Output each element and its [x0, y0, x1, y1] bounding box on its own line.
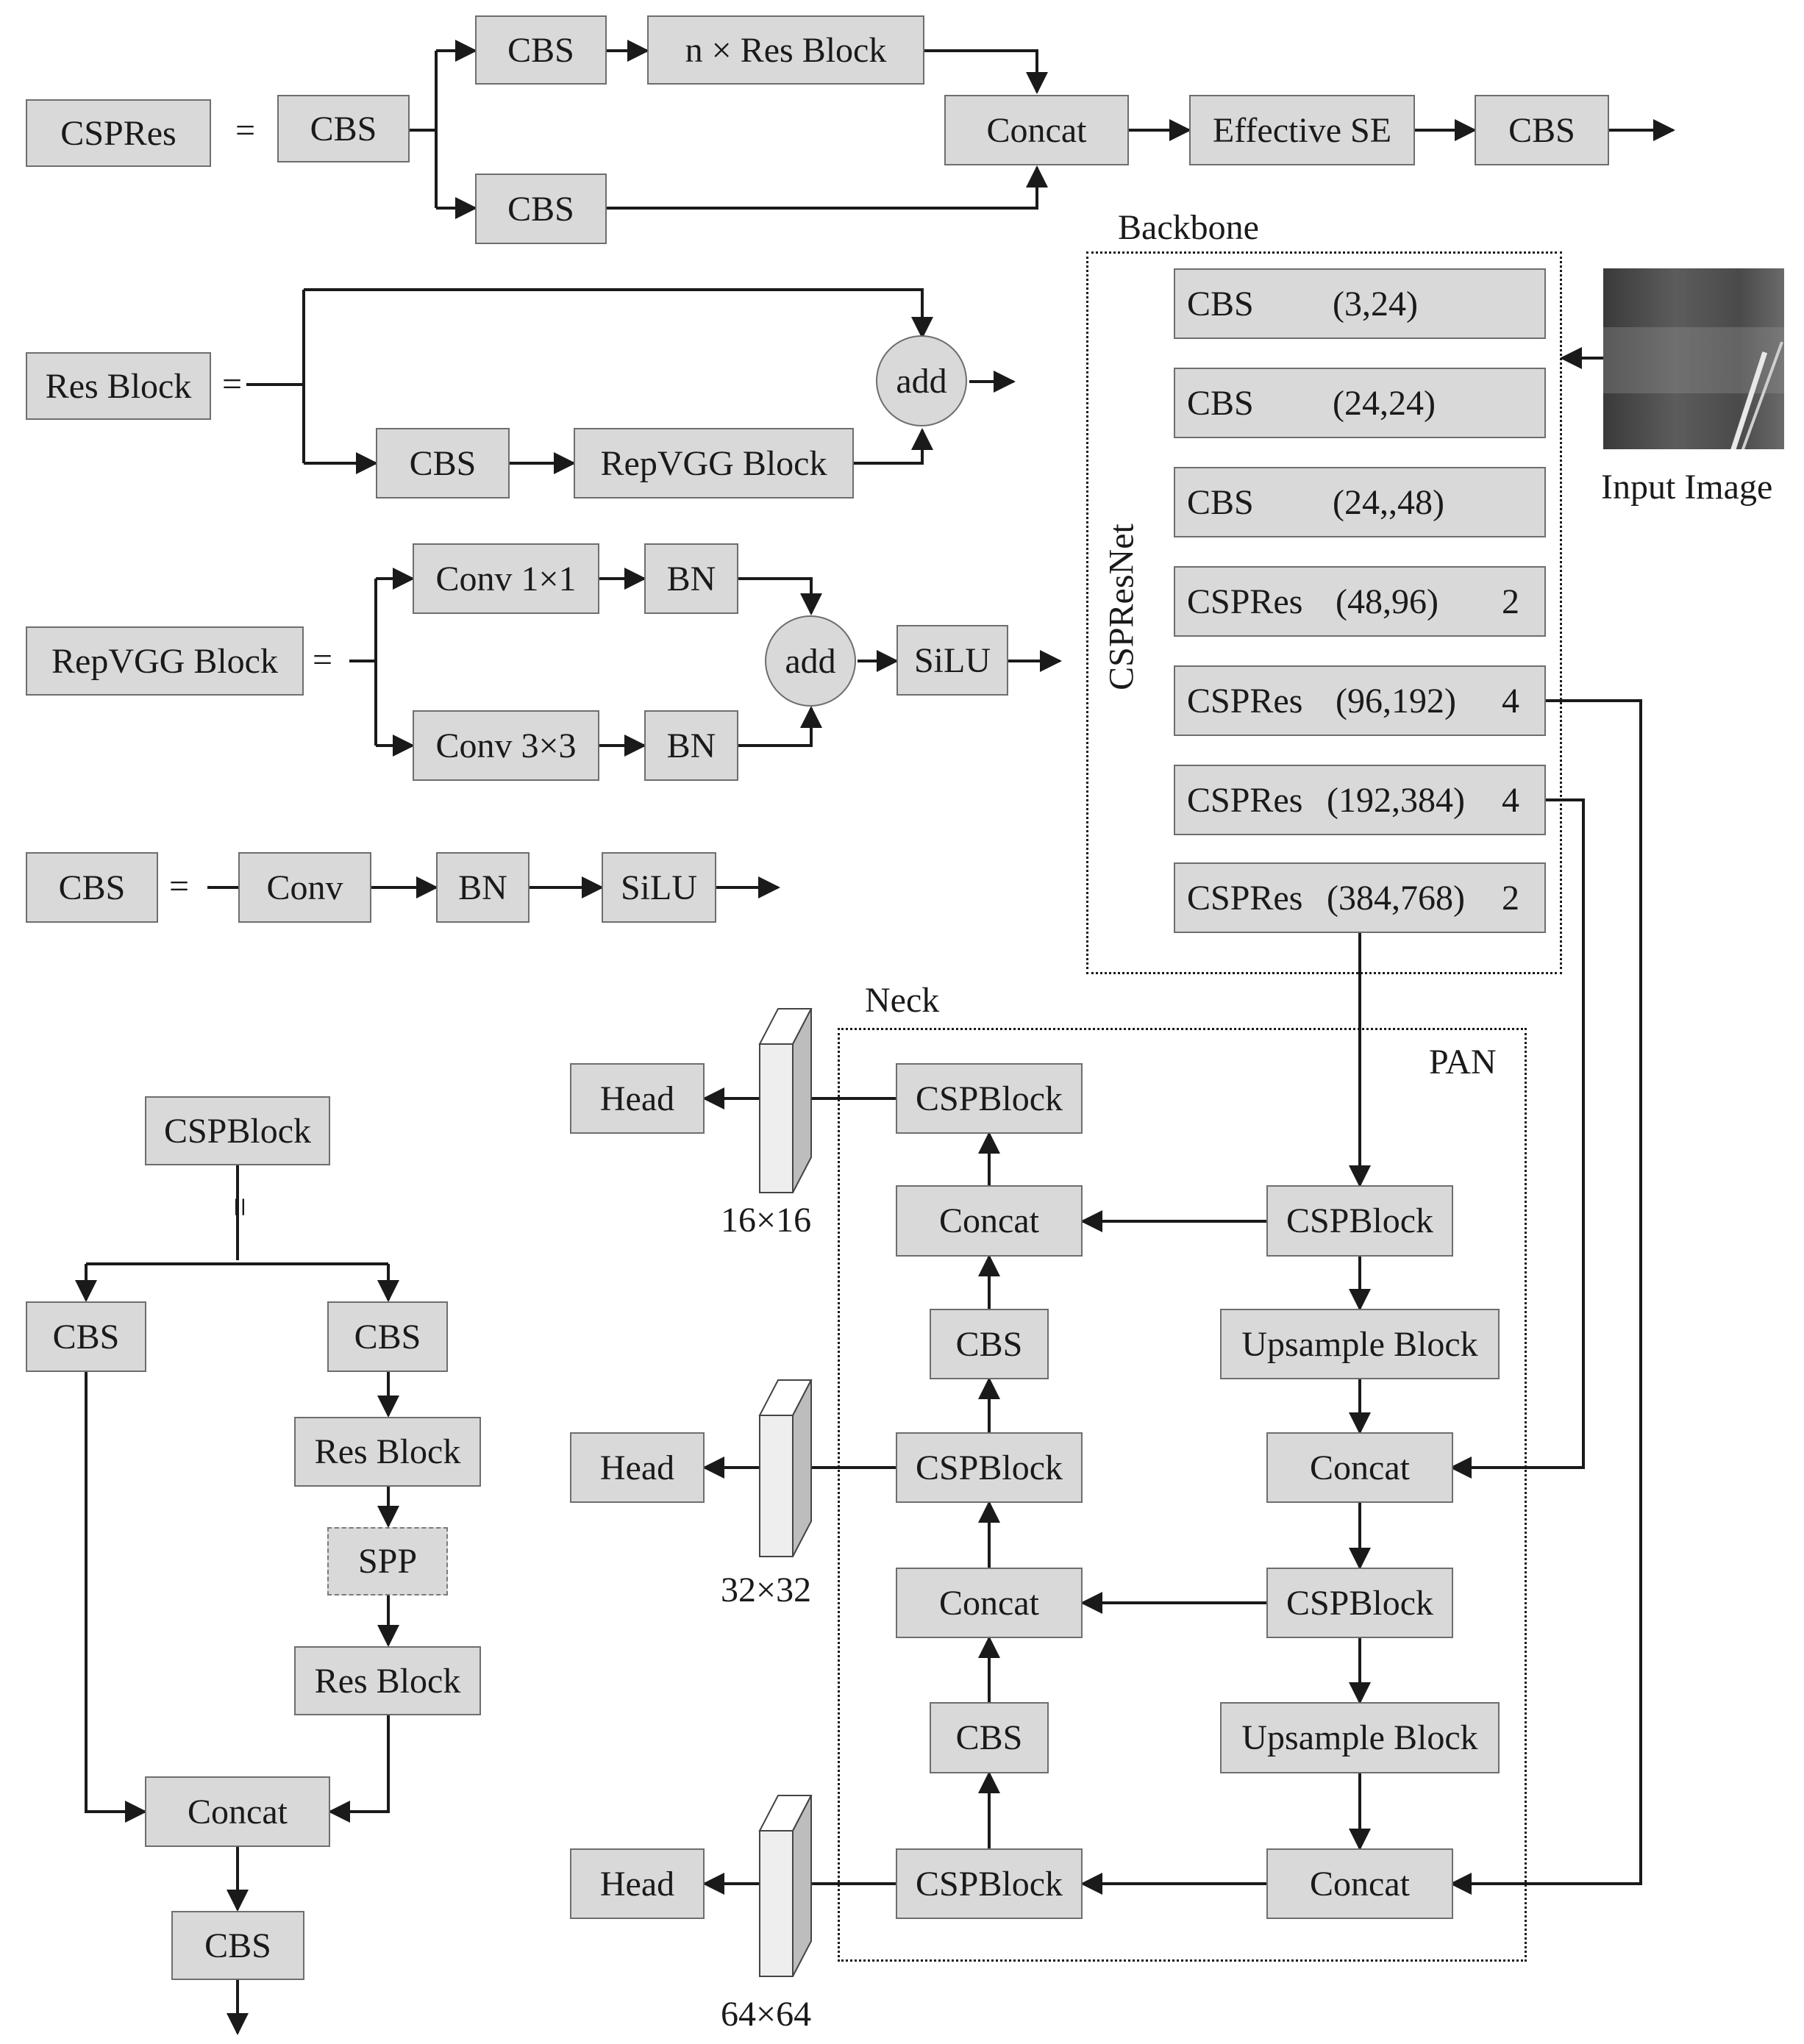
- cspres-cbs-out: CBS: [1475, 95, 1609, 165]
- repvgg-silu: SiLU: [896, 625, 1008, 696]
- backbone-layer-6-name: CSPRes: [1187, 780, 1303, 820]
- head-3: Head: [570, 1848, 705, 1919]
- cspblock-equals: =: [220, 1197, 259, 1218]
- backbone-layer-4: CSPRes (48,96) 2: [1174, 566, 1546, 637]
- backbone-network-name: CSPResNet: [1102, 523, 1141, 690]
- neck-left-cspblock-3: CSPBlock: [896, 1848, 1083, 1919]
- resblock-cbs: CBS: [376, 428, 510, 499]
- repvgg-conv3x3: Conv 3×3: [413, 710, 599, 781]
- backbone-layer-4-repeat: 2: [1502, 582, 1519, 621]
- resblock-repvgg: RepVGG Block: [574, 428, 854, 499]
- scale-label-16: 16×16: [721, 1201, 812, 1240]
- neck-region: [838, 1028, 1527, 1962]
- backbone-layer-7-repeat: 2: [1502, 878, 1519, 918]
- cbs-equals: =: [169, 867, 190, 906]
- backbone-layer-7: CSPRes (384,768) 2: [1174, 862, 1546, 933]
- backbone-layer-2-channels: (24,24): [1333, 383, 1436, 423]
- cspres-effective-se: Effective SE: [1189, 95, 1415, 165]
- head-1: Head: [570, 1063, 705, 1134]
- neck-right-concat-2: Concat: [1266, 1848, 1453, 1919]
- backbone-layer-4-name: CSPRes: [1187, 582, 1303, 621]
- backbone-layer-2-name: CBS: [1187, 383, 1254, 423]
- cbs-bn: BN: [436, 852, 530, 923]
- cspres-cbs-lower: CBS: [475, 174, 607, 244]
- backbone-layer-6-repeat: 4: [1502, 780, 1519, 820]
- backbone-layer-4-channels: (48,96): [1336, 582, 1438, 621]
- backbone-layer-6-channels: (192,384): [1327, 780, 1465, 820]
- neck-left-concat-1: Concat: [896, 1185, 1083, 1257]
- backbone-layer-3-channels: (24,,48): [1333, 482, 1444, 522]
- backbone-layer-3-name: CBS: [1187, 482, 1254, 522]
- backbone-layer-1-channels: (3,24): [1333, 284, 1418, 324]
- backbone-layer-1-name: CBS: [1187, 284, 1254, 324]
- cspres-cbs-in: CBS: [277, 95, 410, 162]
- repvgg-conv1x1: Conv 1×1: [413, 543, 599, 614]
- backbone-region: [1086, 251, 1562, 974]
- cspblock-cbs-left: CBS: [26, 1301, 146, 1372]
- backbone-layer-5-name: CSPRes: [1187, 681, 1303, 721]
- neck-right-cspblock-2: CSPBlock: [1266, 1568, 1453, 1638]
- cspres-cbs-upper: CBS: [475, 15, 607, 85]
- resblock-equals: =: [222, 365, 243, 404]
- repvgg-bn-bottom: BN: [644, 710, 738, 781]
- neck-left-cspblock-1: CSPBlock: [896, 1063, 1083, 1134]
- backbone-layer-5-channels: (96,192): [1336, 681, 1456, 721]
- neck-left-cbs-1: CBS: [930, 1309, 1049, 1379]
- neck-left-concat-2: Concat: [896, 1568, 1083, 1638]
- backbone-layer-1: CBS (3,24): [1174, 268, 1546, 339]
- backbone-layer-6: CSPRes (192,384) 4: [1174, 765, 1546, 835]
- cspblock-res-block-2: Res Block: [294, 1646, 481, 1715]
- cspblock-spp: SPP: [327, 1527, 448, 1595]
- resblock-add: add: [876, 335, 967, 426]
- cspres-concat: Concat: [944, 95, 1129, 165]
- resblock-def-label: Res Block: [26, 352, 211, 420]
- neck-right-upsample-2: Upsample Block: [1220, 1702, 1500, 1773]
- cbs-def-label: CBS: [26, 852, 158, 923]
- neck-right-concat-1: Concat: [1266, 1432, 1453, 1503]
- input-image-label: Input Image: [1601, 468, 1773, 507]
- cspblock-res-block-1: Res Block: [294, 1417, 481, 1487]
- neck-left-cspblock-2: CSPBlock: [896, 1432, 1083, 1503]
- scale-label-64: 64×64: [721, 1995, 812, 2034]
- cbs-conv: Conv: [238, 852, 371, 923]
- backbone-title: Backbone: [1118, 208, 1259, 247]
- cspres-def-label: CSPRes: [26, 99, 211, 167]
- cbs-silu: SiLU: [602, 852, 716, 923]
- neck-right-upsample-1: Upsample Block: [1220, 1309, 1500, 1379]
- input-image: [1603, 268, 1784, 449]
- repvgg-equals: =: [313, 640, 333, 679]
- pan-label: PAN: [1429, 1043, 1497, 1082]
- cspres-equals: =: [235, 111, 256, 150]
- backbone-layer-2: CBS (24,24): [1174, 368, 1546, 438]
- head-2: Head: [570, 1432, 705, 1503]
- neck-left-cbs-2: CBS: [930, 1702, 1049, 1773]
- backbone-layer-5-repeat: 4: [1502, 681, 1519, 721]
- neck-title: Neck: [865, 981, 940, 1020]
- backbone-layer-5: CSPRes (96,192) 4: [1174, 665, 1546, 736]
- cspres-res-blocks: n × Res Block: [647, 15, 924, 85]
- backbone-layer-3: CBS (24,,48): [1174, 467, 1546, 537]
- backbone-layer-7-channels: (384,768): [1327, 878, 1465, 918]
- neck-right-cspblock-1: CSPBlock: [1266, 1185, 1453, 1257]
- cspblock-concat: Concat: [145, 1776, 330, 1847]
- repvgg-bn-top: BN: [644, 543, 738, 614]
- cspblock-cbs-right: CBS: [327, 1301, 448, 1372]
- backbone-layer-7-name: CSPRes: [1187, 878, 1303, 918]
- repvgg-add: add: [765, 615, 856, 707]
- cspblock-def-label: CSPBlock: [145, 1096, 330, 1165]
- cspblock-cbs-out: CBS: [171, 1911, 304, 1980]
- repvgg-def-label: RepVGG Block: [26, 626, 304, 696]
- scale-label-32: 32×32: [721, 1570, 812, 1609]
